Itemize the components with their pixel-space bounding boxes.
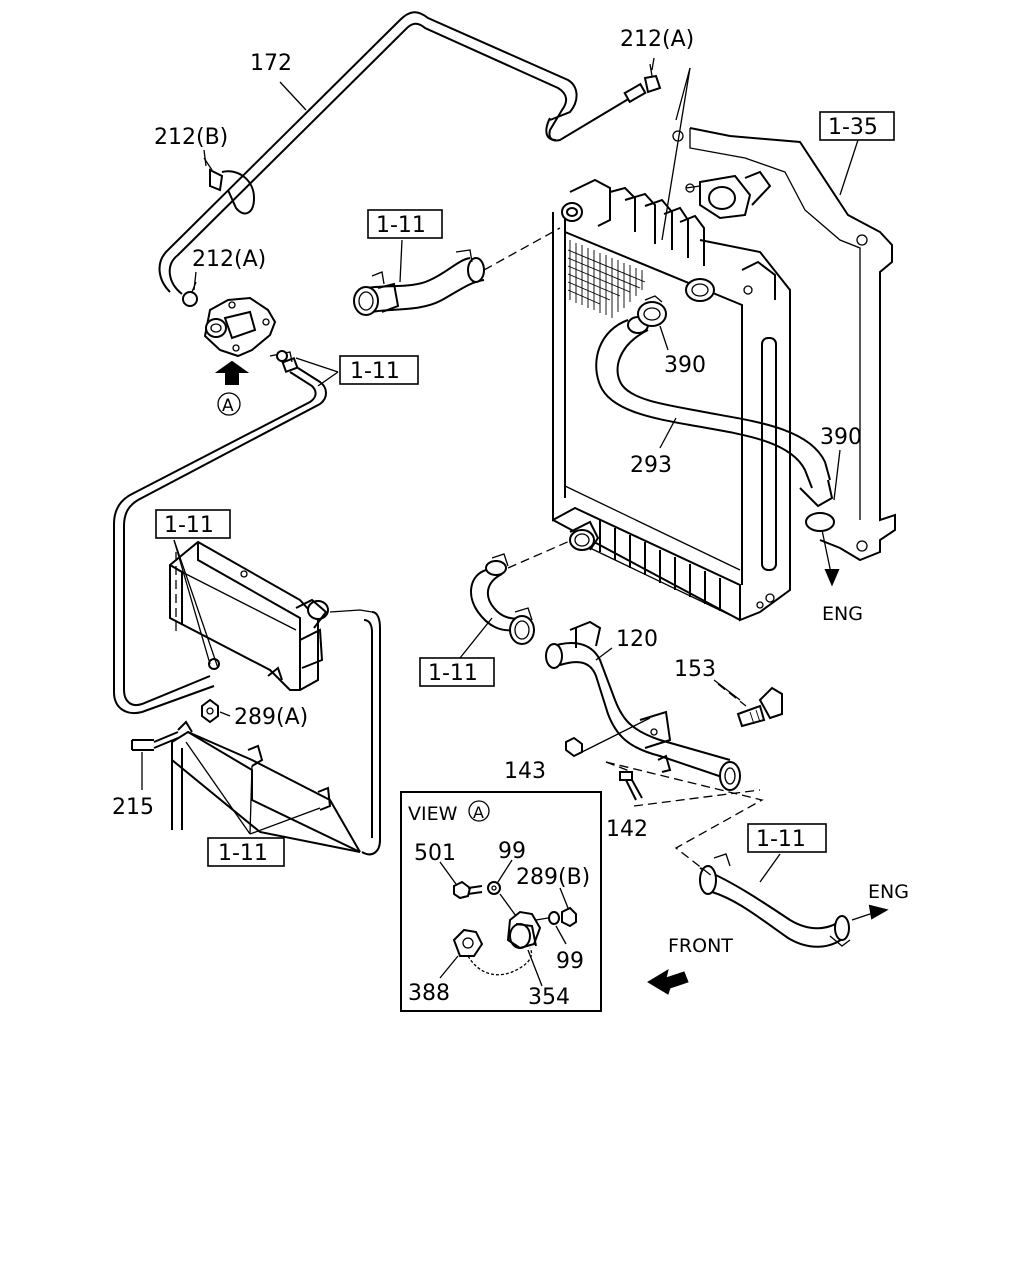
lower-hose xyxy=(470,553,535,645)
view-a-inset: VIEW A 501 99 289(B) 99 388 354 xyxy=(400,791,602,1012)
label-153: 153 xyxy=(674,657,716,682)
label-293: 293 xyxy=(630,453,672,478)
hose-293 xyxy=(595,295,834,508)
pipe-120 xyxy=(545,620,741,791)
label-99-right: 99 xyxy=(556,949,584,974)
label-215: 215 xyxy=(112,795,154,820)
label-388: 388 xyxy=(408,981,450,1006)
reservoir-hose xyxy=(113,350,327,714)
label-1-35: 1-35 xyxy=(828,115,878,140)
fasteners-left xyxy=(131,698,219,751)
label-eng-1: ENG xyxy=(822,603,863,625)
reservoir-tank xyxy=(169,540,381,856)
label-1-11-upper-hose: 1-11 xyxy=(376,213,426,238)
sensor-153 xyxy=(736,686,783,728)
label-1-11-tank: 1-11 xyxy=(164,513,214,538)
label-212b: 212(B) xyxy=(154,125,228,150)
engine-hose xyxy=(699,853,851,948)
label-390-lower: 390 xyxy=(820,425,862,450)
label-1-11-bracket: 1-11 xyxy=(218,841,268,866)
label-212a-left: 212(A) xyxy=(192,247,266,272)
label-143: 143 xyxy=(504,759,546,784)
label-289a: 289(A) xyxy=(234,705,308,730)
hose-172 xyxy=(158,11,662,307)
label-eng-2: ENG xyxy=(868,881,909,903)
label-142: 142 xyxy=(606,817,648,842)
label-1-11-lower-hose: 1-11 xyxy=(428,661,478,686)
label-front: FRONT xyxy=(668,935,733,957)
part-labels: 172 212(B) 212(A) 212(A) 1-35 1-11 1-11 … xyxy=(112,27,909,957)
label-1-11-engine-hose: 1-11 xyxy=(756,827,806,852)
reservoir-bracket xyxy=(171,720,361,853)
view-a-title: VIEW xyxy=(408,803,458,825)
fasteners-right xyxy=(565,736,643,801)
label-1-11-reservoir-hose: 1-11 xyxy=(350,359,400,384)
label-354: 354 xyxy=(528,985,570,1010)
label-501: 501 xyxy=(414,841,456,866)
marker-a: A xyxy=(222,396,234,416)
fitting-a xyxy=(203,296,277,385)
label-289b: 289(B) xyxy=(516,865,590,890)
radiator-core-fins xyxy=(567,240,646,318)
label-390-upper: 390 xyxy=(664,353,706,378)
upper-hose xyxy=(353,249,485,316)
leader-lines xyxy=(141,57,889,995)
view-a-marker: A xyxy=(473,803,484,822)
label-120: 120 xyxy=(616,627,658,652)
label-99-top: 99 xyxy=(498,839,526,864)
label-212a-top: 212(A) xyxy=(620,27,694,52)
radiator xyxy=(552,127,896,622)
label-172: 172 xyxy=(250,51,292,76)
